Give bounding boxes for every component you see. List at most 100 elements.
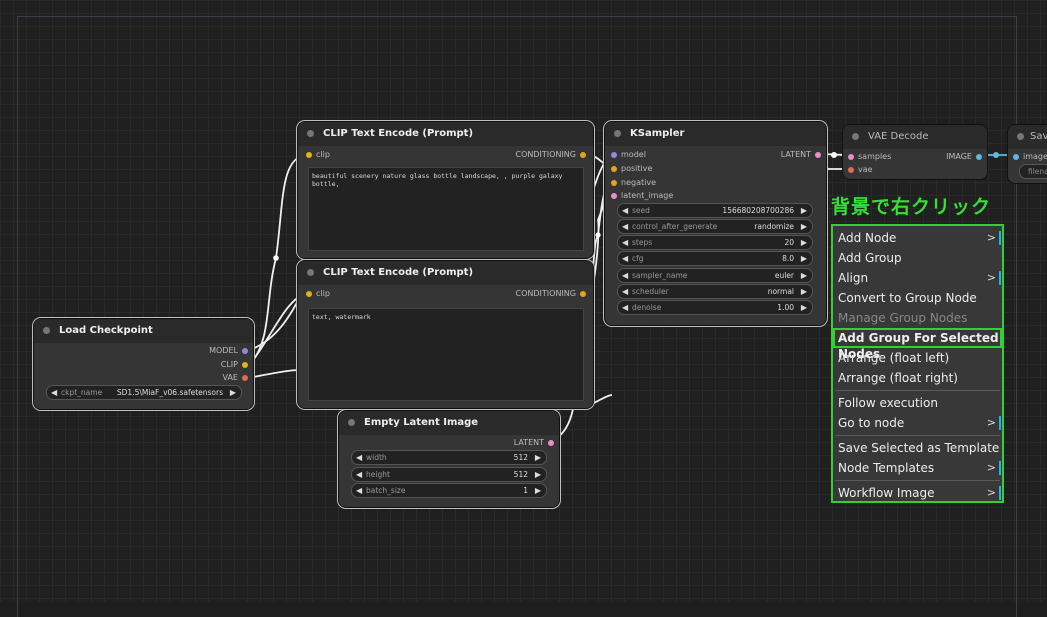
input-slot-samples[interactable]: samples <box>848 152 891 161</box>
decrement-arrow-icon[interactable]: ◀ <box>356 486 363 495</box>
node-header[interactable]: Load Checkpoint <box>34 319 253 343</box>
collapse-dot-icon[interactable] <box>43 327 50 334</box>
output-slot-image[interactable]: IMAGE <box>946 152 982 161</box>
decrement-arrow-icon[interactable]: ◀ <box>622 287 629 296</box>
output-slot-vae[interactable]: VAE <box>223 373 249 382</box>
widget-value[interactable]: 20 <box>784 238 794 247</box>
submenu-indicator <box>999 271 1001 285</box>
menu-item-save-selected-as-template[interactable]: Save Selected as Template <box>833 438 1002 458</box>
decrement-arrow-icon[interactable]: ◀ <box>622 303 629 312</box>
ksampler-node[interactable]: KSampler model positive negative latent_… <box>605 122 826 325</box>
menu-item-add-group-for-selected-nodes[interactable]: Add Group For Selected Nodes <box>833 328 1002 361</box>
decrement-arrow-icon[interactable]: ◀ <box>622 271 629 280</box>
input-slot-latent-image[interactable]: latent_image <box>611 191 673 200</box>
menu-item-label: Convert to Group Node <box>838 291 977 305</box>
input-slot-vae[interactable]: vae <box>848 165 873 174</box>
decrement-arrow-icon[interactable]: ◀ <box>622 254 629 263</box>
output-slot-conditioning[interactable]: CONDITIONING <box>516 150 587 159</box>
save-image-node[interactable]: Save images filena <box>1008 125 1047 183</box>
widget-value[interactable]: 8.0 <box>782 254 794 263</box>
widget-label: ckpt_name <box>61 388 103 397</box>
filename-prefix-widget[interactable]: filena <box>1019 164 1047 179</box>
collapse-dot-icon[interactable] <box>307 269 314 276</box>
decrement-arrow-icon[interactable]: ◀ <box>356 470 363 479</box>
increment-arrow-icon[interactable]: ▶ <box>800 206 807 215</box>
widget-value[interactable]: normal <box>767 287 794 296</box>
collapse-dot-icon[interactable] <box>852 133 859 140</box>
next-arrow-icon[interactable]: ▶ <box>229 388 236 397</box>
increment-arrow-icon[interactable]: ▶ <box>534 453 541 462</box>
menu-item-workflow-image[interactable]: Workflow Image> <box>833 483 1002 503</box>
output-slot-latent[interactable]: LATENT <box>781 150 822 159</box>
output-slot-conditioning[interactable]: CONDITIONING <box>516 289 587 298</box>
increment-arrow-icon[interactable]: ▶ <box>800 271 807 280</box>
vae-decode-node[interactable]: VAE Decode samples vae IMAGE <box>843 125 987 179</box>
widget-value[interactable]: randomize <box>754 222 794 231</box>
input-slot-clip[interactable]: clip <box>306 150 330 159</box>
clip-text-encode-negative-node[interactable]: CLIP Text Encode (Prompt) clip CONDITION… <box>298 261 593 408</box>
increment-arrow-icon[interactable]: ▶ <box>800 303 807 312</box>
input-slot-images[interactable]: images <box>1013 152 1047 161</box>
node-header[interactable]: VAE Decode <box>843 125 987 149</box>
increment-arrow-icon[interactable]: ▶ <box>534 486 541 495</box>
menu-item-add-node[interactable]: Add Node> <box>833 228 1002 248</box>
decrement-arrow-icon[interactable]: ◀ <box>356 453 363 462</box>
clip-text-encode-positive-node[interactable]: CLIP Text Encode (Prompt) clip CONDITION… <box>298 122 593 258</box>
menu-item-arrange-float-right[interactable]: Arrange (float right) <box>833 368 1002 388</box>
menu-item-arrange-float-left[interactable]: Arrange (float left) <box>833 348 1002 368</box>
increment-arrow-icon[interactable]: ▶ <box>800 254 807 263</box>
input-slot-clip[interactable]: clip <box>306 289 330 298</box>
menu-item-follow-execution[interactable]: Follow execution <box>833 393 1002 413</box>
ckpt-name-widget[interactable]: ◀ckpt_name SD1.5\MiaF_v06.safetensors ▶ <box>46 385 242 400</box>
widget-value[interactable]: 1 <box>523 486 528 495</box>
node-header[interactable]: CLIP Text Encode (Prompt) <box>298 122 593 146</box>
input-slot-positive[interactable]: positive <box>611 164 652 173</box>
decrement-arrow-icon[interactable]: ◀ <box>622 206 629 215</box>
output-slot-model[interactable]: MODEL <box>209 346 248 355</box>
menu-item-convert-to-group-node[interactable]: Convert to Group Node <box>833 288 1002 308</box>
node-header[interactable]: CLIP Text Encode (Prompt) <box>298 261 593 285</box>
widget-value[interactable]: 1.00 <box>777 303 794 312</box>
output-slot-clip[interactable]: CLIP <box>221 360 249 369</box>
menu-item-align[interactable]: Align> <box>833 268 1002 288</box>
input-slot-model[interactable]: model <box>611 150 646 159</box>
widget-value[interactable]: SD1.5\MiaF_v06.safetensors <box>116 388 223 397</box>
menu-item-go-to-node[interactable]: Go to node> <box>833 413 1002 433</box>
collapse-dot-icon[interactable] <box>348 419 355 426</box>
widget-value[interactable]: 512 <box>513 470 528 479</box>
widget-value[interactable]: euler <box>774 271 794 280</box>
increment-arrow-icon[interactable]: ▶ <box>800 222 807 231</box>
node-header[interactable]: KSampler <box>605 122 826 146</box>
input-slot-negative[interactable]: negative <box>611 178 656 187</box>
output-slot-latent[interactable]: LATENT <box>514 438 555 447</box>
node-header[interactable]: Save <box>1008 125 1047 149</box>
decrement-arrow-icon[interactable]: ◀ <box>622 222 629 231</box>
collapse-dot-icon[interactable] <box>1017 133 1024 140</box>
widget-value[interactable]: 512 <box>513 453 528 462</box>
increment-arrow-icon[interactable]: ▶ <box>800 287 807 296</box>
widget-value[interactable]: 156680208700286 <box>722 206 794 215</box>
prompt-textarea[interactable]: beautiful scenery nature glass bottle la… <box>308 167 584 251</box>
menu-item-node-templates[interactable]: Node Templates> <box>833 458 1002 478</box>
decrement-arrow-icon[interactable]: ◀ <box>622 238 629 247</box>
prompt-textarea[interactable]: text, watermark <box>308 308 584 401</box>
node-header[interactable]: Empty Latent Image <box>339 411 559 435</box>
collapse-dot-icon[interactable] <box>307 130 314 137</box>
menu-item-add-group[interactable]: Add Group <box>833 248 1002 268</box>
increment-arrow-icon[interactable]: ▶ <box>534 470 541 479</box>
load-checkpoint-node[interactable]: Load Checkpoint MODEL CLIP VAE ◀ckpt_nam… <box>34 319 253 409</box>
previous-arrow-icon[interactable]: ◀ <box>51 388 58 397</box>
increment-arrow-icon[interactable]: ▶ <box>800 238 807 247</box>
collapse-dot-icon[interactable] <box>614 130 621 137</box>
